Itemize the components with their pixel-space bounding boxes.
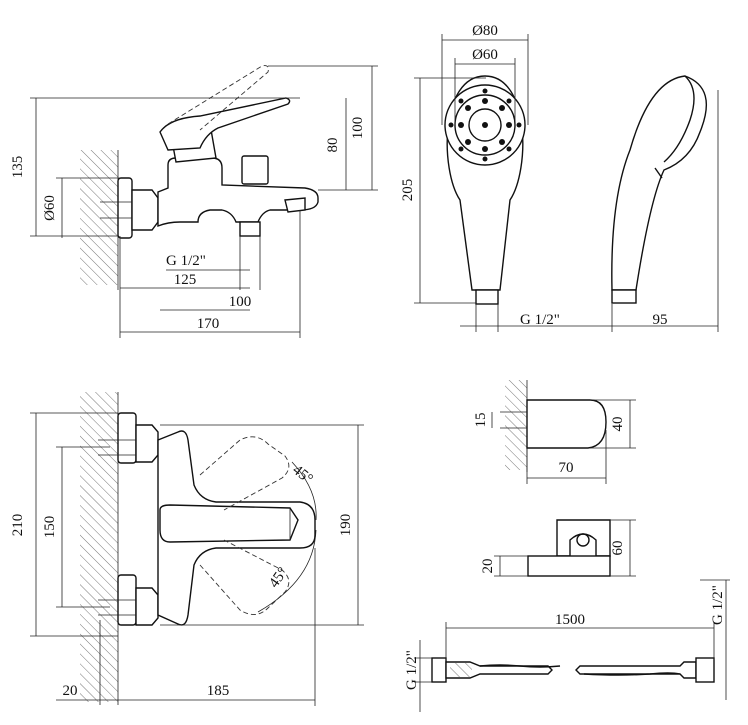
nut-top bbox=[135, 424, 159, 463]
dim-210: 210 bbox=[10, 514, 26, 537]
wall-hatch-front bbox=[80, 392, 118, 702]
shower-body-side bbox=[611, 75, 708, 291]
shower-head-front: Ø80 Ø60 205 G 1/2" bbox=[400, 23, 605, 332]
hose-knurl-left bbox=[450, 663, 472, 677]
thread-label-side: G 1/2" bbox=[166, 253, 206, 269]
dim-185: 185 bbox=[207, 683, 230, 699]
angle-45-bottom: 45° bbox=[266, 565, 291, 591]
dim-135: 135 bbox=[10, 156, 26, 179]
handle-ghost-up bbox=[199, 436, 290, 511]
handle-ghost-down bbox=[199, 539, 290, 615]
dim-80: 80 bbox=[325, 138, 341, 153]
dim-205: 205 bbox=[400, 179, 416, 202]
dim-190: 190 bbox=[338, 514, 354, 537]
hose-nut-right bbox=[695, 657, 715, 683]
holder-wall-hatch bbox=[505, 380, 527, 470]
outlet-thread bbox=[239, 221, 261, 237]
holder-base bbox=[527, 555, 611, 577]
holder-slot bbox=[576, 533, 590, 547]
shower-face-profile bbox=[663, 75, 695, 163]
angle-arc-bottom bbox=[257, 529, 317, 613]
angle-arc-top bbox=[291, 461, 317, 521]
handle-front bbox=[159, 504, 299, 543]
lever-handle bbox=[159, 97, 291, 151]
mixer-front-view: 45° 45° 210 150 190 20 185 bbox=[10, 392, 364, 706]
angle-45-top: 45° bbox=[289, 462, 315, 488]
spray-ring bbox=[468, 108, 502, 142]
hose-wave-left bbox=[479, 664, 561, 668]
mixer-side-view: 135 100 80 Ø60 G 1/2" 125 100 170 bbox=[10, 65, 378, 338]
thread-label-hose-left: G 1/2" bbox=[404, 650, 420, 690]
shower-thread bbox=[475, 289, 499, 305]
dim-15: 15 bbox=[473, 413, 489, 428]
eccentric-nut bbox=[131, 189, 159, 231]
shower-hose: 1500 G 1/2" G 1/2" bbox=[404, 579, 730, 712]
dim-60-holder: 60 bbox=[610, 541, 626, 556]
thread-label-shower: G 1/2" bbox=[520, 312, 560, 328]
wall-holder-side: 15 40 70 bbox=[473, 380, 636, 484]
dim-150: 150 bbox=[42, 516, 58, 539]
dim-diameter-60: Ø60 bbox=[42, 195, 58, 221]
wall-hatch bbox=[80, 150, 118, 285]
dim-95: 95 bbox=[653, 312, 668, 328]
dim-diameter-80: Ø80 bbox=[472, 23, 498, 39]
spray-nozzles bbox=[448, 88, 522, 162]
flange-top bbox=[117, 412, 137, 464]
dim-125: 125 bbox=[174, 272, 197, 288]
diverter-knob bbox=[241, 155, 269, 185]
hose-wave-right bbox=[583, 672, 681, 676]
shower-hook bbox=[654, 167, 663, 179]
dim-170: 170 bbox=[197, 316, 220, 332]
holder-body-side bbox=[526, 399, 607, 449]
dim-70: 70 bbox=[559, 460, 574, 476]
mixer-body bbox=[157, 157, 319, 228]
shower-head-side: 95 bbox=[605, 75, 719, 332]
spout bbox=[284, 197, 306, 213]
nut-bottom bbox=[135, 587, 159, 626]
wall-holder-front: 60 20 bbox=[480, 519, 636, 577]
dim-diameter-60-head: Ø60 bbox=[472, 47, 498, 63]
holder-bracket bbox=[556, 519, 611, 557]
dim-20-holder: 20 bbox=[480, 559, 496, 574]
hose-nut-left bbox=[431, 657, 447, 683]
shower-side-thread bbox=[611, 289, 637, 304]
dim-100-height: 100 bbox=[350, 117, 366, 140]
dim-1500: 1500 bbox=[555, 612, 585, 628]
thread-label-hose-right: G 1/2" bbox=[710, 585, 726, 625]
dim-20-wall: 20 bbox=[63, 683, 78, 699]
wall-flange bbox=[117, 177, 133, 239]
dim-100-width: 100 bbox=[229, 294, 252, 310]
lever-ghost bbox=[167, 65, 269, 131]
hose-right-segment bbox=[575, 661, 697, 679]
dim-40: 40 bbox=[610, 417, 626, 432]
